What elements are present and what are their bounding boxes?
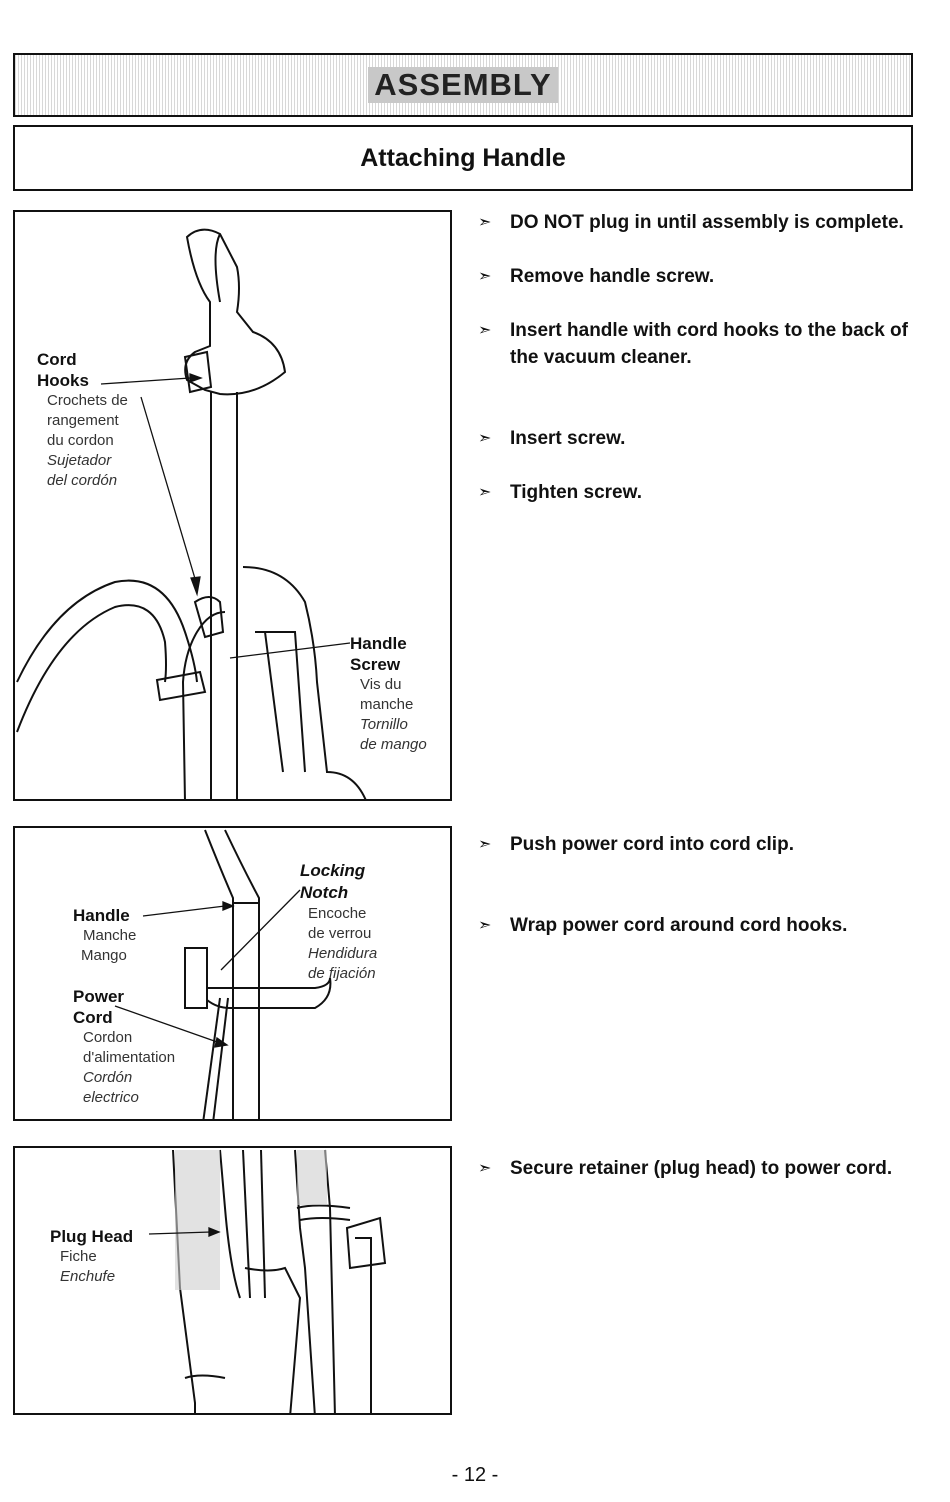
illustration-handle-insert	[16, 228, 367, 799]
step-item: ➣ Secure retainer (plug head) to power c…	[470, 1155, 920, 1182]
label-plug-head: Plug Head Fiche Enchufe	[50, 1226, 134, 1287]
arrowhead-bullet-icon: ➣	[478, 430, 492, 447]
label-cord-hooks-fr-1: Crochets de	[47, 392, 128, 409]
label-cord-hooks-en-2: Hooks	[37, 371, 89, 390]
step-text: Push power cord into cord clip.	[510, 834, 794, 855]
label-locking-notch: Locking Notch Encoche de verrou Hendidur…	[300, 860, 377, 984]
step-item: ➣ Insert handle with cord hooks to the b…	[470, 317, 920, 371]
label-cord-hooks-fr-3: du cordon	[47, 432, 114, 449]
label-power-cord: Power Cord Cordon d'alimentation Cordón …	[73, 986, 175, 1108]
steps-power-cord: ➣ Push power cord into cord clip. ➣ Wrap…	[470, 831, 930, 939]
arrowhead-bullet-icon: ➣	[478, 1160, 492, 1177]
label-locking-notch-es-1: Hendidura	[308, 945, 378, 962]
label-locking-notch-en-1: Locking	[300, 861, 366, 880]
step-item: ➣ Remove handle screw.	[470, 263, 920, 290]
label-locking-notch-fr-1: Encoche	[308, 905, 367, 922]
label-handle-screw: Handle Screw Vis du manche Tornillo de m…	[350, 633, 427, 755]
page-subtitle: Attaching Handle	[360, 143, 566, 172]
arrowhead-bullet-icon: ➣	[478, 484, 492, 501]
label-handle-screw-es-1: Tornillo	[360, 716, 408, 733]
label-power-cord-fr-1: Cordon	[83, 1029, 133, 1046]
label-handle: Handle Manche Mango	[73, 905, 136, 966]
label-power-cord-fr-2: d'alimentation	[83, 1049, 176, 1066]
label-cord-hooks-es-2: del cordón	[47, 472, 118, 489]
label-power-cord-es-2: electrico	[83, 1089, 139, 1106]
label-cord-hooks-fr-2: rangement	[47, 412, 119, 429]
steps-plug-head: ➣ Secure retainer (plug head) to power c…	[470, 1155, 920, 1182]
label-handle-fr: Manche	[83, 927, 137, 944]
steps-attach-handle: ➣ DO NOT plug in until assembly is compl…	[470, 209, 920, 506]
label-locking-notch-es-2: de fijación	[308, 965, 376, 982]
label-handle-en: Handle	[73, 906, 130, 925]
label-handle-screw-en-2: Screw	[350, 655, 401, 674]
page-number: - 12 -	[451, 1464, 499, 1486]
illustration-cord-clip	[114, 829, 332, 1119]
arrowhead-bullet-icon: ➣	[478, 214, 492, 231]
arrowhead-bullet-icon: ➣	[478, 322, 492, 339]
label-cord-hooks-es-1: Sujetador	[47, 452, 112, 469]
label-power-cord-en-1: Power	[73, 987, 125, 1006]
label-cord-hooks: Cord Hooks Crochets de rangement du cord…	[37, 349, 128, 491]
step-item: ➣ Tighten screw.	[470, 479, 920, 506]
label-locking-notch-fr-2: de verrou	[308, 925, 372, 942]
label-locking-notch-en-2: Notch	[300, 883, 349, 902]
step-text: DO NOT plug in until assembly is complet…	[510, 212, 904, 233]
label-handle-screw-es-2: de mango	[360, 736, 427, 753]
label-handle-screw-en-1: Handle	[350, 634, 407, 653]
label-handle-screw-fr-2: manche	[360, 696, 414, 713]
step-text: Secure retainer (plug head) to power cor…	[510, 1158, 893, 1179]
arrowhead-bullet-icon: ➣	[478, 836, 492, 853]
step-item: ➣ DO NOT plug in until assembly is compl…	[470, 209, 920, 236]
step-text: Insert screw.	[510, 428, 626, 449]
subtitle-box: Attaching Handle	[13, 125, 913, 191]
label-power-cord-en-2: Cord	[73, 1008, 113, 1027]
step-text: Tighten screw.	[510, 482, 642, 503]
label-handle-screw-fr-1: Vis du	[360, 676, 402, 693]
section-banner: ASSEMBLY	[13, 53, 913, 117]
step-item: ➣ Insert screw.	[470, 425, 920, 452]
step-item: ➣ Push power cord into cord clip.	[470, 831, 930, 858]
section-title: ASSEMBLY	[368, 67, 558, 103]
illustration-plug-head	[148, 1149, 387, 1413]
label-plug-head-es: Enchufe	[60, 1268, 116, 1285]
step-text: Remove handle screw.	[510, 266, 715, 287]
label-cord-hooks-en-1: Cord	[37, 350, 77, 369]
step-text: Insert handle with cord hooks to the bac…	[510, 320, 908, 368]
label-plug-head-en: Plug Head	[50, 1227, 134, 1246]
figure-attach-handle: Cord Hooks Crochets de rangement du cord…	[13, 210, 452, 801]
step-text: Wrap power cord around cord hooks.	[510, 915, 848, 936]
label-power-cord-es-1: Cordón	[83, 1069, 133, 1086]
label-handle-es: Mango	[81, 947, 127, 964]
figure-plug-head: Plug Head Fiche Enchufe	[13, 1146, 452, 1415]
step-item: ➣ Wrap power cord around cord hooks.	[470, 912, 930, 939]
label-plug-head-fr: Fiche	[60, 1248, 97, 1265]
figure-power-cord: Handle Manche Mango Power Cord Cordon d'…	[13, 826, 452, 1121]
arrowhead-bullet-icon: ➣	[478, 917, 492, 934]
arrowhead-bullet-icon: ➣	[478, 268, 492, 285]
